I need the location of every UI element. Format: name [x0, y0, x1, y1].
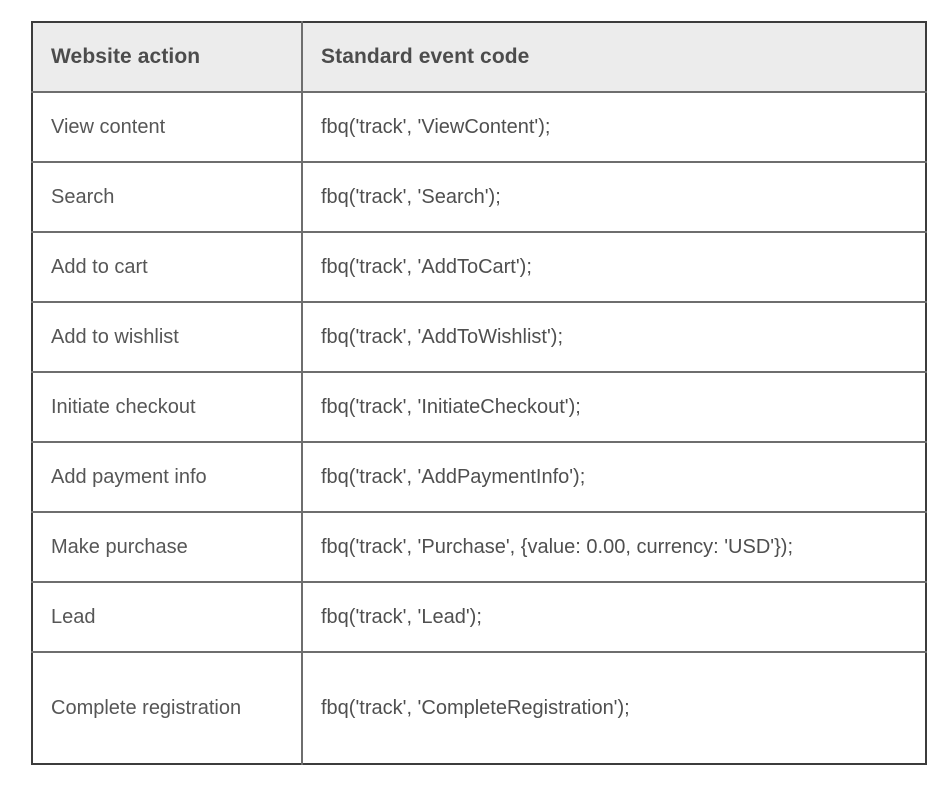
- table-row: Lead fbq('track', 'Lead');: [32, 581, 926, 653]
- standard-events-table: Website action Standard event code View …: [31, 21, 927, 765]
- cell-event-code: fbq('track', 'AddToWishlist');: [301, 301, 926, 373]
- cell-website-action: Search: [32, 161, 303, 233]
- cell-event-code: fbq('track', 'Purchase', {value: 0.00, c…: [301, 511, 926, 583]
- cell-event-code: fbq('track', 'Search');: [301, 161, 926, 233]
- cell-event-code: fbq('track', 'CompleteRegistration');: [301, 651, 926, 764]
- table-row: Add to cart fbq('track', 'AddToCart');: [32, 231, 926, 303]
- cell-event-code: fbq('track', 'AddToCart');: [301, 231, 926, 303]
- table-row: Complete registration fbq('track', 'Comp…: [32, 651, 926, 764]
- column-header-website-action: Website action: [32, 22, 303, 93]
- cell-website-action: Lead: [32, 581, 303, 653]
- event-table-container: Website action Standard event code View …: [31, 21, 927, 765]
- cell-website-action: Complete registration: [32, 651, 303, 764]
- cell-website-action: View content: [32, 91, 303, 163]
- table-header-row: Website action Standard event code: [32, 22, 926, 93]
- table-row: Make purchase fbq('track', 'Purchase', {…: [32, 511, 926, 583]
- table-row: Initiate checkout fbq('track', 'Initiate…: [32, 371, 926, 443]
- cell-event-code: fbq('track', 'AddPaymentInfo');: [301, 441, 926, 513]
- cell-event-code: fbq('track', 'ViewContent');: [301, 91, 926, 163]
- cell-website-action: Make purchase: [32, 511, 303, 583]
- table-row: View content fbq('track', 'ViewContent')…: [32, 91, 926, 163]
- column-header-standard-event-code: Standard event code: [301, 22, 926, 93]
- cell-website-action: Add to cart: [32, 231, 303, 303]
- cell-website-action: Add to wishlist: [32, 301, 303, 373]
- table-row: Add to wishlist fbq('track', 'AddToWishl…: [32, 301, 926, 373]
- cell-website-action: Initiate checkout: [32, 371, 303, 443]
- cell-event-code: fbq('track', 'InitiateCheckout');: [301, 371, 926, 443]
- cell-event-code: fbq('track', 'Lead');: [301, 581, 926, 653]
- table-row: Add payment info fbq('track', 'AddPaymen…: [32, 441, 926, 513]
- table-body: View content fbq('track', 'ViewContent')…: [32, 91, 926, 764]
- cell-website-action: Add payment info: [32, 441, 303, 513]
- table-header: Website action Standard event code: [32, 22, 926, 93]
- table-row: Search fbq('track', 'Search');: [32, 161, 926, 233]
